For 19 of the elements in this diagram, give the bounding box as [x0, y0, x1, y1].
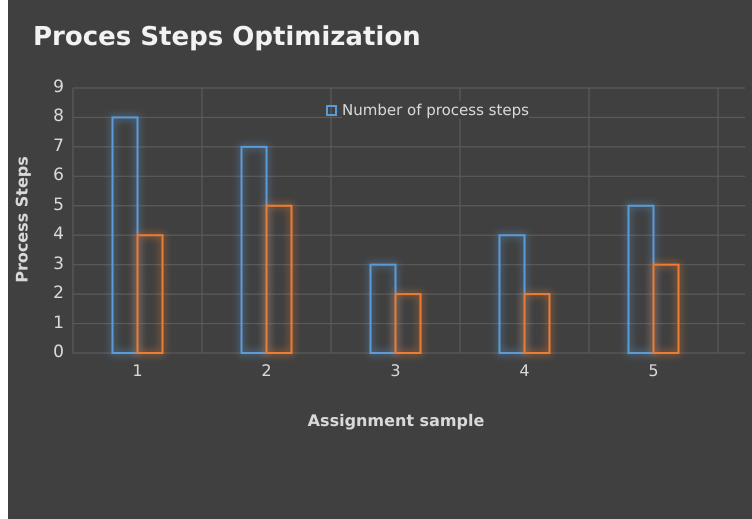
- x-tick-label: 1: [131, 361, 144, 380]
- x-tick-label: 3: [389, 361, 402, 380]
- y-tick-label: 9: [53, 77, 64, 97]
- y-tick-label: 7: [53, 136, 64, 156]
- y-tick-label: 6: [53, 165, 64, 186]
- y-tick-label: 3: [53, 254, 64, 274]
- x-tick-label: 2: [260, 361, 273, 380]
- y-tick-label: 4: [53, 224, 64, 244]
- x-axis-title: Assignment sample: [306, 411, 486, 430]
- chart-title: Proces Steps Optimization: [33, 22, 421, 52]
- x-tick-label: 5: [647, 361, 660, 380]
- y-tick-label: 1: [53, 312, 64, 333]
- legend-label: Number of process steps: [342, 101, 529, 119]
- y-tick-label: 0: [53, 342, 64, 362]
- x-tick-label: 4: [518, 361, 531, 380]
- y-tick-label: 8: [53, 106, 64, 126]
- y-axis-title: Process Steps: [12, 155, 32, 284]
- y-tick-label: 5: [53, 194, 64, 215]
- y-tick-label: 2: [53, 283, 64, 304]
